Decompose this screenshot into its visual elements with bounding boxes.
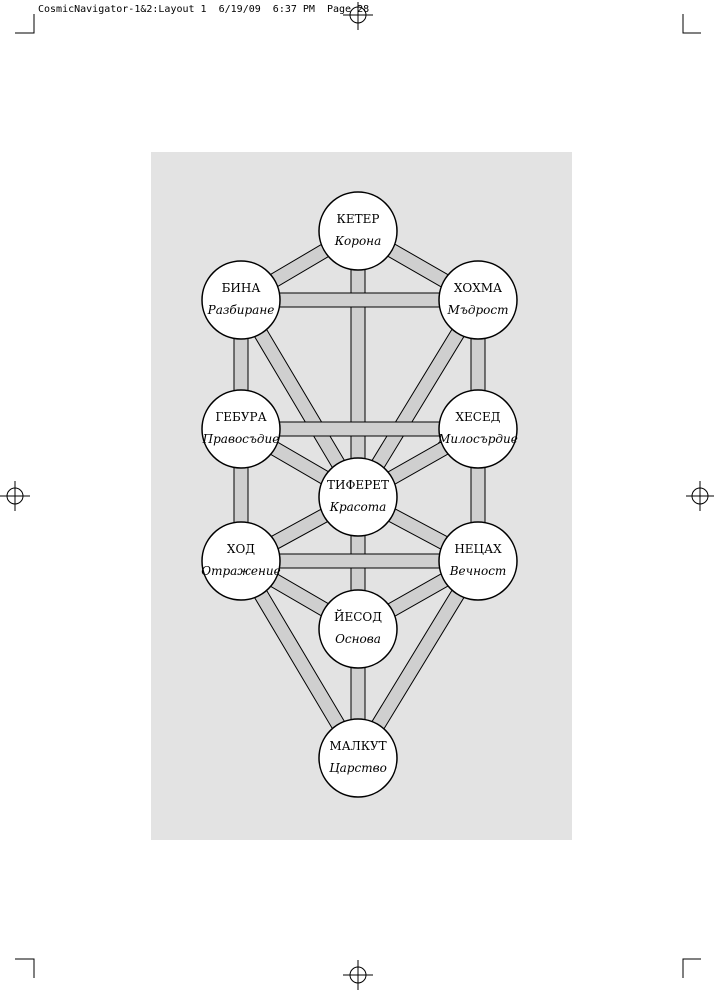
- sefira-circle: [438, 521, 518, 601]
- sefira-subtitle: Милосърдие: [437, 432, 518, 446]
- registration-mark-top: [343, 2, 373, 30]
- registration-mark-right: [686, 481, 714, 511]
- sefira-netsah: НЕЦАХ Вечност: [438, 521, 518, 601]
- sefira-circle: [201, 260, 281, 340]
- sefira-subtitle: Правосъдие: [202, 432, 280, 446]
- sefira-title: ХОД: [227, 542, 255, 556]
- sefira-title: МАЛКУТ: [329, 739, 386, 753]
- sefira-subtitle: Корона: [334, 234, 381, 248]
- sefira-circle: [318, 457, 398, 537]
- sefira-gebura: ГЕБУРА Правосъдие: [201, 389, 281, 469]
- sefira-circle: [318, 191, 398, 271]
- crop-mark-bottom-left: [15, 958, 35, 978]
- registration-mark-left: [0, 481, 30, 511]
- sefira-subtitle: Отражение: [201, 564, 281, 578]
- sefira-keter: КЕТЕР Корона: [318, 191, 398, 271]
- sefira-malkut: МАЛКУТ Царство: [318, 718, 398, 798]
- sefira-title: ЙЕСОД: [334, 608, 382, 624]
- sefira-bina: БИНА Разбиране: [201, 260, 281, 340]
- sefira-subtitle: Разбиране: [207, 303, 275, 317]
- sefira-hohma: ХОХМА Мъдрост: [438, 260, 518, 340]
- crop-mark-top-right: [682, 14, 701, 34]
- sefira-tiferet: ТИФЕРЕТ Красота: [318, 457, 398, 537]
- sefira-title: ХОХМА: [454, 281, 502, 295]
- sefira-circle: [438, 389, 518, 469]
- sefira-title: ХЕСЕД: [456, 410, 501, 424]
- sefira-circle: [201, 521, 281, 601]
- registration-mark-bottom: [343, 960, 373, 990]
- sefira-yesod: ЙЕСОД Основа: [318, 589, 398, 669]
- crop-mark-top-left: [15, 14, 35, 34]
- sefira-circle: [438, 260, 518, 340]
- sefira-title: БИНА: [222, 281, 261, 295]
- sefira-subtitle: Мъдрост: [447, 303, 509, 317]
- sefira-circle: [318, 718, 398, 798]
- sefira-title: НЕЦАХ: [454, 542, 502, 556]
- sefira-circle: [318, 589, 398, 669]
- sefira-title: КЕТЕР: [337, 212, 380, 226]
- path-keter-tiferet: [350, 230, 366, 498]
- crop-mark-bottom-right: [682, 958, 701, 978]
- sefira-title: ГЕБУРА: [215, 410, 266, 424]
- sefira-subtitle: Царство: [329, 761, 387, 775]
- sefira-subtitle: Красота: [329, 500, 387, 514]
- sefira-title: ТИФЕРЕТ: [327, 478, 389, 492]
- sefira-hesed: ХЕСЕД Милосърдие: [437, 389, 518, 469]
- sefira-subtitle: Основа: [335, 632, 381, 646]
- sefira-hod: ХОД Отражение: [201, 521, 281, 601]
- sefira-subtitle: Вечност: [449, 564, 507, 578]
- sefira-circle: [201, 389, 281, 469]
